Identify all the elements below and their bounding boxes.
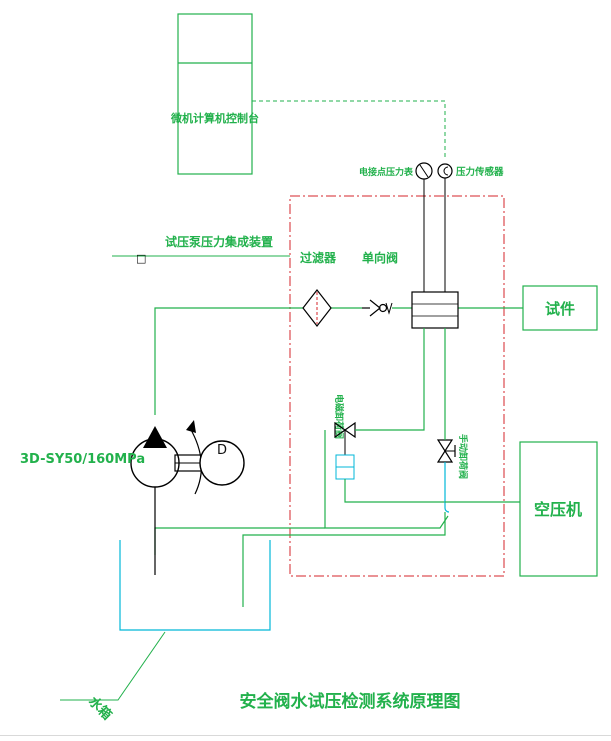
motor-icon bbox=[199, 440, 245, 486]
return-pipe-lower bbox=[242, 512, 446, 607]
check-valve-icon bbox=[362, 299, 393, 317]
check-valve-label: 单向阀 bbox=[362, 250, 398, 265]
integrated-device-boundary bbox=[289, 195, 505, 577]
pressure-sensor-mark bbox=[443, 166, 449, 176]
solenoid-air-line bbox=[344, 479, 445, 503]
manual-valve-icon bbox=[436, 439, 456, 463]
manual-valve-label: 手动卸荷阀 bbox=[457, 434, 469, 479]
pressure-sensor-label: 压力传感器 bbox=[456, 166, 504, 178]
water-tank-leader bbox=[60, 631, 166, 701]
control-console-box bbox=[177, 13, 253, 175]
pressure-gauge-needle bbox=[419, 164, 429, 178]
test-piece-box bbox=[522, 285, 598, 331]
control-console-label: 微机计算机控制台 bbox=[170, 111, 259, 125]
manual-valve-drain bbox=[444, 462, 450, 513]
integrated-device-label: 试压泵压力集成装置 bbox=[165, 234, 273, 249]
return-pipe-upper bbox=[324, 430, 449, 529]
return-pipe-pump bbox=[154, 527, 325, 555]
pump-model-label: 3D-SY50/160MPa bbox=[20, 452, 145, 467]
variable-arrow-head bbox=[186, 420, 196, 433]
pump-outlet-pipe bbox=[154, 307, 303, 415]
air-compressor-label: 空压机 bbox=[534, 500, 582, 519]
motor-label: D bbox=[217, 443, 227, 458]
manifold-block bbox=[411, 291, 459, 329]
test-piece-label: 试件 bbox=[545, 300, 575, 318]
solenoid-valve-pipe bbox=[355, 328, 425, 431]
air-compressor-box bbox=[519, 441, 598, 577]
water-tank-label: 水箱 bbox=[85, 694, 115, 724]
control-signal-line bbox=[252, 100, 446, 158]
diagram-title: 安全阀水试压检测系统原理图 bbox=[240, 691, 461, 712]
bottom-divider bbox=[0, 735, 611, 736]
pressure-sensor-icon bbox=[437, 163, 453, 179]
pressure-gauge-label: 电接点压力表 bbox=[359, 166, 414, 178]
pump-arrow bbox=[143, 426, 167, 448]
water-tank bbox=[119, 540, 271, 631]
filter-label: 过滤器 bbox=[300, 250, 337, 265]
stray-mark: □ bbox=[136, 252, 146, 265]
